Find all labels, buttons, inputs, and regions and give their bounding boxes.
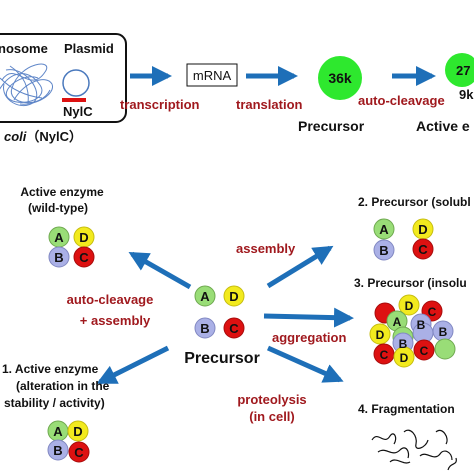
- organism-caption: coli（NylC）: [4, 129, 82, 144]
- fragmentation-title: 4. Fragmentation: [358, 402, 455, 416]
- assembly-label: assembly: [236, 241, 296, 256]
- wildtype-tetramer: A D B C: [48, 226, 95, 268]
- center-subunit-b: [194, 317, 216, 339]
- agg-a-3: [434, 338, 456, 360]
- arrow-to-soluble: [266, 245, 334, 289]
- transcription-label: transcription: [120, 97, 200, 112]
- center-label-d: D: [229, 289, 238, 304]
- mutant-subunit-d: [67, 420, 89, 442]
- center-precursor-label: Precursor: [184, 350, 260, 367]
- agg-label-d-3: D: [400, 351, 409, 365]
- agg-label-c-3: C: [380, 348, 389, 362]
- chromosome-icon: [0, 63, 53, 107]
- active-27k-circle: [445, 53, 474, 87]
- center-label-a: A: [200, 289, 210, 304]
- cell-box: nosome Plasmid NylC: [0, 33, 127, 123]
- soluble-precursor-subunits: A D B C: [373, 218, 434, 261]
- arrow-to-wildtype: [128, 251, 192, 290]
- agg-d-3: [393, 346, 415, 368]
- agg-c-4: [413, 339, 435, 361]
- soluble-precursor-title: 2. Precursor (solubl: [358, 195, 471, 209]
- soluble-subunit-c: [412, 238, 434, 260]
- wildtype-subunit-c: [73, 246, 95, 268]
- wildtype-label-c: C: [79, 250, 89, 265]
- soluble-label-d: D: [418, 222, 427, 237]
- wildtype-subunit-b: [48, 246, 70, 268]
- plasmid-icon: [62, 69, 90, 97]
- wildtype-label-a: A: [54, 230, 64, 245]
- mutant-subunit-b: [47, 439, 69, 461]
- chromosome-label: nosome: [0, 41, 48, 56]
- wildtype-label-d: D: [79, 230, 88, 245]
- mutant-label-d: D: [73, 424, 82, 439]
- insoluble-precursor-title: 3. Precursor (insolu: [354, 276, 467, 290]
- insoluble-aggregate: D C A B D B B C D C: [369, 294, 456, 368]
- agg-label-d-1: D: [405, 299, 414, 313]
- agg-label-b-4: B: [399, 337, 408, 351]
- mrna-box: [186, 63, 238, 87]
- organism-suffix: （NylC）: [26, 129, 82, 144]
- agg-label-b-1: B: [417, 318, 426, 332]
- agg-label-c-4: C: [420, 344, 429, 358]
- soluble-subunit-a: [373, 218, 395, 240]
- proteolysis-line2: (in cell): [249, 409, 295, 424]
- active-enzyme-top-label: Active e: [416, 118, 470, 134]
- center-precursor-subunits: A D B C: [194, 285, 245, 339]
- auto-cleavage-top-label: auto-cleavage: [358, 93, 445, 108]
- center-subunit-c: [223, 317, 245, 339]
- agg-label-a-1: A: [393, 315, 402, 329]
- active-9k-label: 9k: [459, 87, 474, 102]
- agg-label-c-2: C: [428, 305, 437, 319]
- proteolysis-line1: proteolysis: [237, 392, 306, 407]
- mutant-subunit-c: [68, 441, 90, 463]
- nylc-gene-label: NylC: [63, 104, 93, 119]
- mutant-label-a: A: [53, 424, 63, 439]
- svg-text:coli（NylC）: coli（NylC）: [4, 129, 82, 144]
- plasmid-label: Plasmid: [64, 41, 114, 56]
- wildtype-subtitle: (wild-type): [28, 201, 88, 215]
- center-subunit-a: [194, 285, 216, 307]
- precursor-36k-circle: [318, 56, 362, 100]
- agg-label-d-2: D: [376, 328, 385, 342]
- mutant-label-b: B: [53, 443, 62, 458]
- mutant-title: 1. Active enzyme: [2, 362, 99, 376]
- center-label-b: B: [200, 321, 209, 336]
- soluble-subunit-b: [373, 239, 395, 261]
- precursor-36k-label: 36k: [328, 70, 352, 86]
- center-subunit-d: [223, 285, 245, 307]
- soluble-label-b: B: [379, 243, 388, 258]
- center-label-c: C: [229, 321, 239, 336]
- mutant-label-c: C: [74, 445, 84, 460]
- arrow-to-insoluble: [263, 307, 354, 328]
- arrow-to-fragmentation: [266, 345, 344, 383]
- wildtype-label-b: B: [54, 250, 63, 265]
- agg-d-2: [369, 323, 391, 345]
- organism-italic: coli: [4, 129, 27, 144]
- mutant-tetramer: A D B C: [47, 420, 90, 463]
- wildtype-title: Active enzyme: [20, 185, 104, 199]
- soluble-label-c: C: [418, 242, 428, 257]
- active-27k-label: 27: [456, 63, 470, 78]
- arrow-to-mutant: [96, 345, 170, 385]
- mrna-label: mRNA: [193, 68, 232, 83]
- translation-label: translation: [236, 97, 303, 112]
- auto-cleavage-assembly-line2: + assembly: [80, 313, 151, 328]
- precursor-top-label: Precursor: [298, 118, 365, 134]
- mutant-subtitle-1: (alteration in the: [16, 379, 110, 393]
- agg-label-b-3: B: [439, 325, 448, 339]
- agg-d-1: [398, 294, 420, 316]
- fragment-squiggles: [371, 429, 457, 471]
- auto-cleavage-assembly-line1: auto-cleavage: [67, 292, 154, 307]
- soluble-label-a: A: [379, 222, 389, 237]
- mutant-subtitle-2: stability / activity): [4, 396, 105, 410]
- aggregation-label: aggregation: [272, 330, 346, 345]
